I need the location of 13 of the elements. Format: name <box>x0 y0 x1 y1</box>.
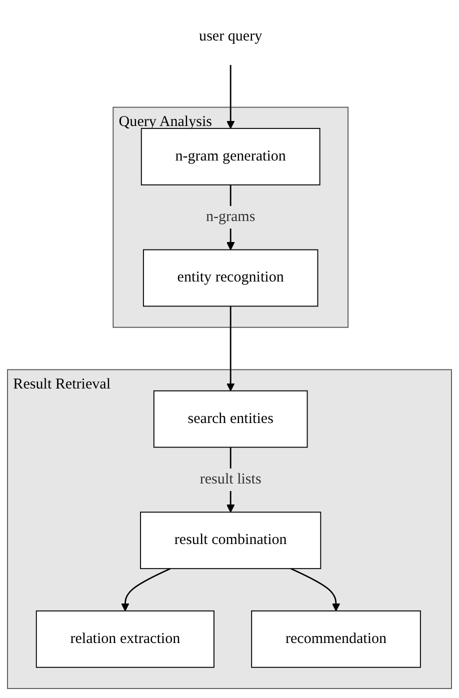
node-box: entity recognition <box>142 250 318 308</box>
node-box: n-gram generation <box>140 128 320 186</box>
edge-label: n-grams <box>206 209 256 226</box>
node-box: relation extraction <box>36 610 214 668</box>
arrow <box>290 568 340 612</box>
edge-label: result lists <box>200 472 262 488</box>
arrow <box>121 568 171 612</box>
node-box: result combination <box>140 512 322 570</box>
node-text: user query <box>199 28 262 45</box>
arrow <box>226 65 235 130</box>
arrow <box>226 306 235 392</box>
node-box: recommendation <box>251 610 421 668</box>
node-box: search entities <box>153 390 308 448</box>
